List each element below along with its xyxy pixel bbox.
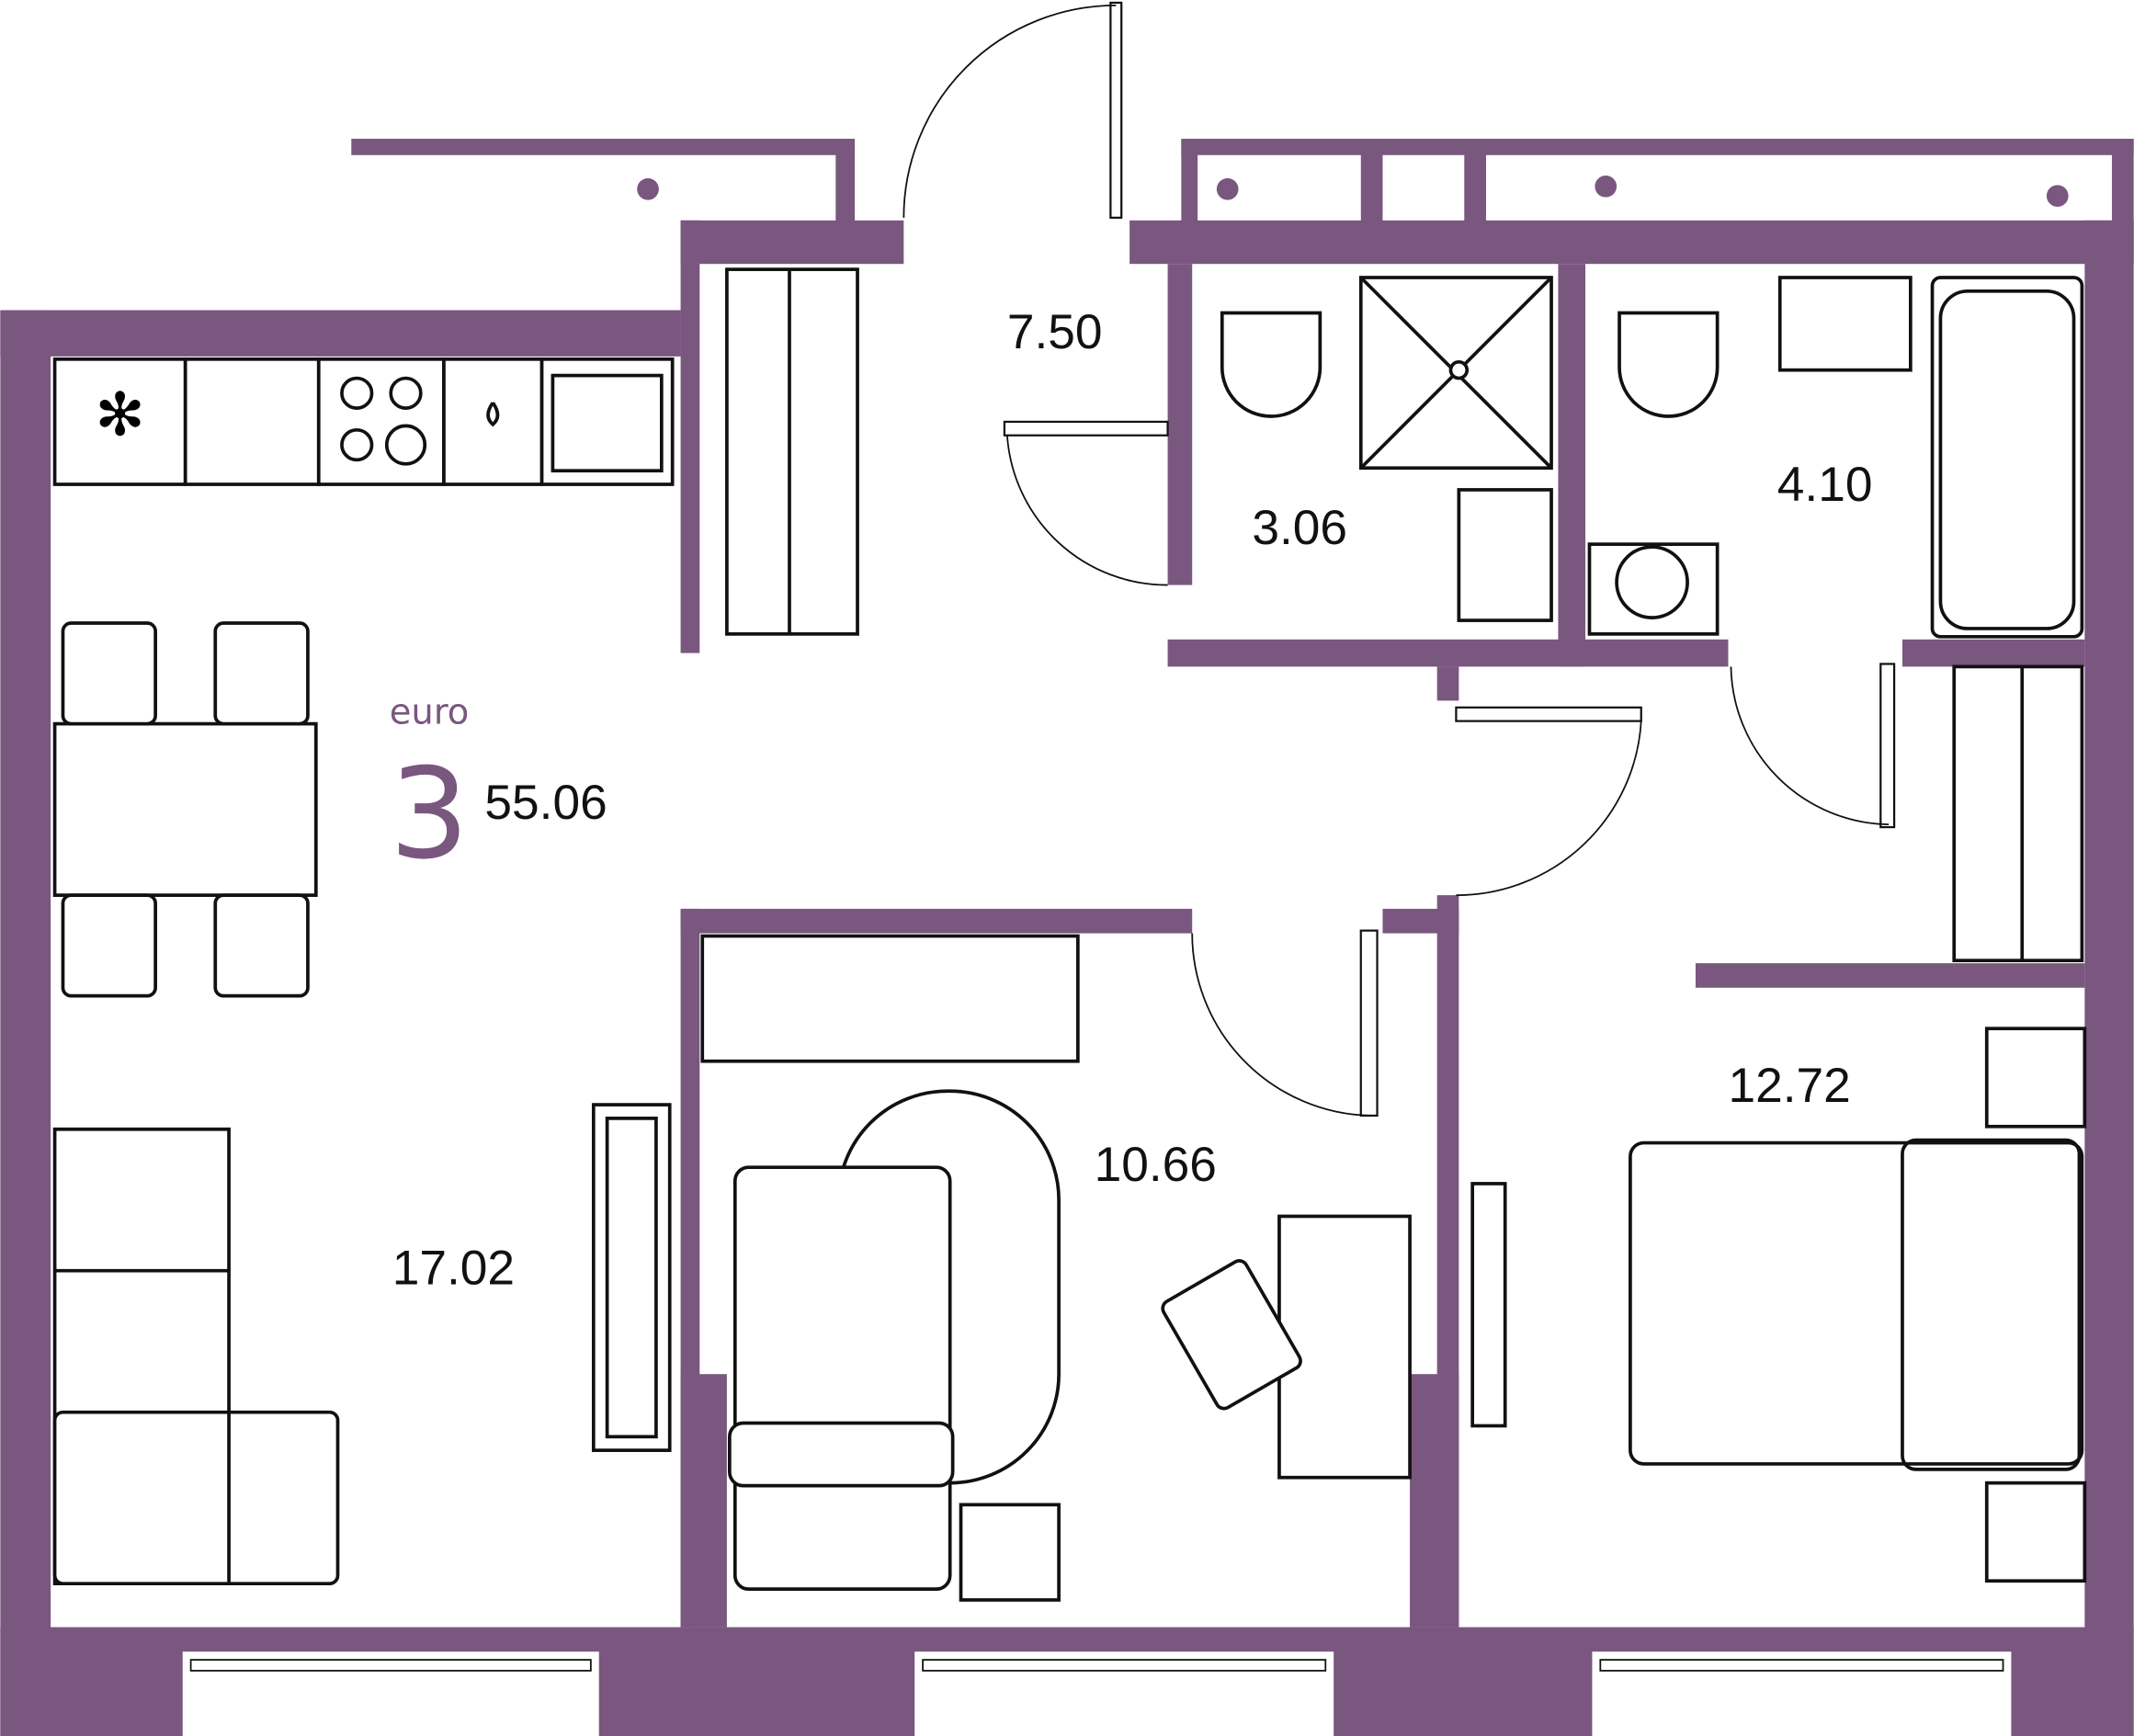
total-area: 55.06 [484, 776, 607, 830]
doors[interactable] [902, 1, 1896, 1118]
bed-2 [1629, 1140, 2084, 1466]
dining-table [52, 721, 318, 897]
area-label-bedroom-2: 12.72 [1728, 1059, 1850, 1113]
rooms-count: 3 [390, 743, 470, 888]
area-label-hallway: 7.50 [1007, 305, 1103, 359]
kitchen-furniture: ✻ [52, 267, 859, 1586]
room-labels: 7.50 3.06 4.10 17.02 10.66 12.72 [392, 305, 1873, 1296]
area-label-bedroom-1: 10.66 [1095, 1138, 1217, 1192]
freezer-icon: ✻ [95, 383, 145, 449]
bed-1 [732, 1165, 952, 1591]
area-label-kitchen-living: 17.02 [392, 1242, 515, 1296]
area-label-bathroom-1: 3.06 [1252, 501, 1347, 555]
desk [1277, 1214, 1412, 1480]
bathroom-furniture [1220, 276, 2084, 963]
apartment-type-label: euro [390, 692, 470, 733]
wardrobe [725, 267, 859, 636]
bedroom-furniture [700, 934, 2087, 1602]
tv-stand [591, 1103, 672, 1452]
area-label-bathroom-2: 4.10 [1777, 458, 1873, 512]
apartment-summary: euro 3 55.06 [390, 692, 607, 888]
balcony-dots [637, 175, 2069, 208]
windows [182, 1651, 2012, 1736]
wardrobe-2 [700, 934, 1080, 1063]
